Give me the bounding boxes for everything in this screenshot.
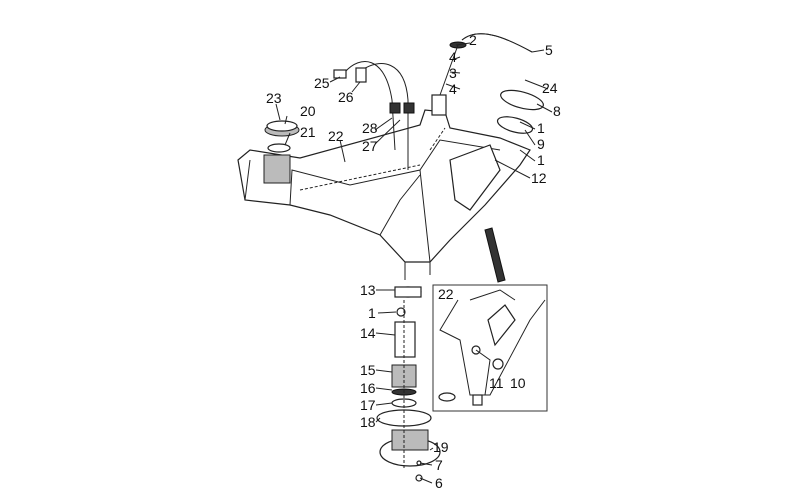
callout-28: 28 xyxy=(362,120,378,136)
leader-lines xyxy=(275,42,553,484)
fuel-pump-assembly xyxy=(376,286,441,482)
filler-cap xyxy=(263,120,300,184)
callout-14: 14 xyxy=(360,325,376,341)
callout-labels: 2 4 3 4 5 24 8 1 9 1 12 25 26 23 20 21 2… xyxy=(266,32,561,490)
callout-1: 1 xyxy=(537,152,545,168)
callout-4: 4 xyxy=(449,49,457,65)
callout-22: 22 xyxy=(328,128,344,144)
callout-12: 12 xyxy=(531,170,547,186)
sensor-wires xyxy=(333,61,415,170)
detail-inset xyxy=(432,284,548,412)
callout-8: 8 xyxy=(553,103,561,119)
callout-24: 24 xyxy=(542,80,558,96)
callout-20: 20 xyxy=(300,103,316,119)
callout-25: 25 xyxy=(314,75,330,91)
callout-21: 21 xyxy=(300,124,316,140)
callout-2: 2 xyxy=(469,32,477,48)
callout-23: 23 xyxy=(266,90,282,106)
callout-4: 4 xyxy=(449,81,457,97)
inset-callout-22: 22 xyxy=(438,286,454,302)
inset-callout-10: 10 xyxy=(510,375,526,391)
callout-26: 26 xyxy=(338,89,354,105)
callout-27: 27 xyxy=(362,138,378,154)
callout-7: 7 xyxy=(435,457,443,473)
callout-18: 18 xyxy=(360,414,376,430)
callout-17: 17 xyxy=(360,397,376,413)
callout-1: 1 xyxy=(368,305,376,321)
callout-13: 13 xyxy=(360,282,376,298)
fuel-tank xyxy=(237,109,531,283)
inset-callout-11: 11 xyxy=(489,375,504,391)
callout-6: 6 xyxy=(435,475,443,490)
vent-tube xyxy=(431,33,533,116)
callout-16: 16 xyxy=(360,380,376,396)
callout-9: 9 xyxy=(537,136,545,152)
callout-5: 5 xyxy=(545,42,553,58)
callout-15: 15 xyxy=(360,362,376,378)
callout-3: 3 xyxy=(449,65,457,81)
callout-1: 1 xyxy=(537,120,545,136)
flange-plate xyxy=(496,89,544,134)
callout-19: 19 xyxy=(433,439,449,455)
